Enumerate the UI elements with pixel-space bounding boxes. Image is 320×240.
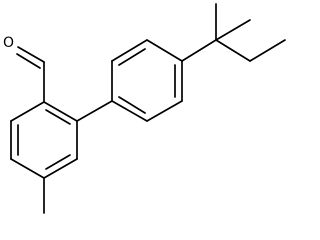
- alkyl-bond: [215, 39, 251, 62]
- carbonyl-double-bond: [16, 53, 41, 69]
- ring-bond: [111, 100, 148, 122]
- chemical-structure-canvas: O: [3, 3, 286, 214]
- ring-bond: [43, 158, 78, 179]
- ring-bond: [146, 39, 183, 62]
- chemical-structure-svg: O: [3, 3, 286, 214]
- alkyl-bond: [215, 19, 251, 41]
- oxygen-atom-label: O: [3, 35, 14, 51]
- ring-bond: [111, 39, 148, 62]
- left-aromatic-ring: [10, 101, 78, 179]
- tert-pentyl-group: [181, 3, 286, 62]
- ring-bond: [10, 101, 45, 122]
- ring-double-bond: [45, 109, 71, 125]
- alkyl-bond: [181, 39, 217, 62]
- ring-bond: [146, 100, 183, 122]
- alkyl-bond: [249, 39, 286, 62]
- aldehyde-group: [16, 46, 45, 103]
- carbonyl-bond: [17, 46, 45, 63]
- ring-double-bond: [118, 48, 146, 66]
- ring-double-bond: [118, 96, 146, 114]
- ring-bond: [10, 158, 45, 179]
- ring-double-bond: [45, 154, 71, 170]
- ring-bond: [43, 101, 78, 122]
- biaryl-bond: [76, 100, 113, 122]
- right-aromatic-ring: [111, 39, 183, 122]
